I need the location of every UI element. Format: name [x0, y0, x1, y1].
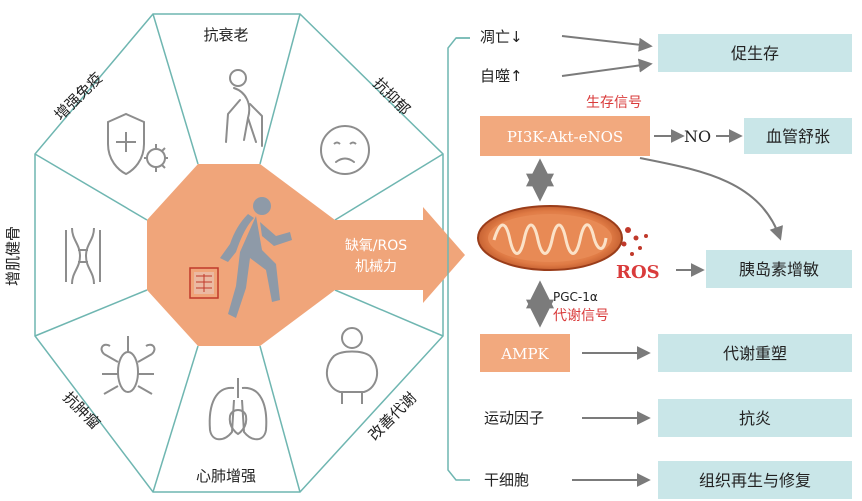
stimulus-line1: 缺氧/ROS — [345, 238, 407, 254]
ros-label: ROS — [616, 262, 660, 283]
survival-signal-label: 生存信号 — [586, 95, 642, 111]
survival-box — [658, 34, 852, 72]
ampk-text: AMPK — [500, 345, 549, 363]
inflammation-text: 抗炎 — [739, 409, 771, 428]
ampk-box — [480, 334, 570, 372]
exercise-factor-label: 运动因子 — [484, 409, 544, 427]
insulin-box — [706, 250, 852, 288]
benefit-octagon: 抗衰老 抗抑郁 改善代谢 心肺增强 抗肿瘤 增肌健骨 增强免疫 — [4, 13, 444, 493]
metabolic-box — [658, 334, 852, 372]
inflammation-box — [658, 399, 852, 437]
obese-person-icon — [325, 327, 379, 404]
regeneration-box — [658, 461, 852, 499]
seal-stamp — [189, 267, 219, 299]
metabolic-text: 代谢重塑 — [723, 344, 787, 363]
bone-joint-icon — [65, 227, 101, 285]
arrow-pi3k-to-insulin — [639, 157, 783, 241]
label-muscle-bone: 增肌健骨 — [4, 226, 22, 286]
vascular-box — [744, 118, 852, 154]
metabolic-signal-label: 代谢信号 — [553, 308, 609, 324]
tumor-icon — [100, 336, 156, 395]
running-man-icon — [220, 197, 292, 318]
octagon-dividers — [34, 13, 444, 493]
elderly-icon — [225, 69, 263, 147]
no-label: NO — [684, 127, 711, 146]
pgc-label: PGC-1α — [553, 290, 598, 304]
stimulus-arrow: 缺氧/ROS 机械力 — [335, 207, 465, 303]
lungs-heart-icon — [208, 378, 268, 441]
sad-face-icon — [320, 125, 370, 175]
insulin-text: 胰岛素增敏 — [739, 260, 819, 279]
apoptosis-label: 凋亡↓ — [480, 28, 523, 46]
survival-box-text: 促生存 — [731, 44, 779, 63]
pi3k-box — [480, 116, 650, 156]
mitochondrion-icon — [477, 205, 648, 271]
label-anti-aging: 抗衰老 — [203, 26, 248, 44]
regeneration-text: 组织再生与修复 — [699, 471, 811, 490]
arrow-apoptosis-to-survival — [561, 35, 653, 52]
label-cardio: 心肺增强 — [196, 467, 256, 485]
vascular-text: 血管舒张 — [766, 127, 830, 146]
pi3k-text: PI3K-Akt-eNOS — [507, 128, 623, 146]
arrow-autophagy-to-survival — [561, 58, 653, 77]
stimulus-line2: 机械力 — [355, 259, 397, 275]
stem-cell-label: 干细胞 — [484, 471, 529, 489]
immune-shield-icon — [107, 112, 168, 176]
autophagy-label: 自噬↑ — [480, 67, 523, 85]
